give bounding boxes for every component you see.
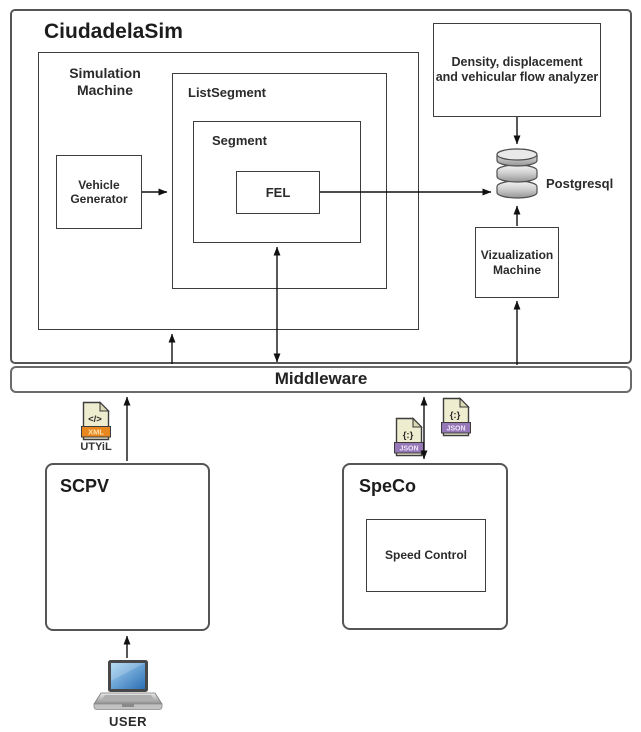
utyil-caption: UTYiL xyxy=(80,441,112,453)
postgresql-label: Postgresql xyxy=(546,176,614,191)
list-segment-label: ListSegment xyxy=(188,85,267,100)
ciudadela-sim-title: CiudadelaSim xyxy=(44,20,183,43)
speco-label: SpeCo xyxy=(359,476,417,496)
scpv-label: SCPV xyxy=(60,476,110,496)
user-laptop-icon xyxy=(93,660,163,710)
vehicle-generator-label: Vehicle Generator xyxy=(70,177,128,206)
speed-control-box xyxy=(366,519,486,592)
vehicle-generator-box xyxy=(56,155,142,229)
xml-badge-text: XML xyxy=(88,428,104,437)
json-badge-text: JSON xyxy=(399,446,418,453)
simulation-machine-label: Simulation Machine xyxy=(69,65,141,98)
speed-control-label: Speed Control xyxy=(384,548,467,563)
fel-label: FEL xyxy=(265,184,291,200)
xml-file-icon: </> XML xyxy=(81,401,111,441)
postgresql-database-icon xyxy=(496,148,538,199)
analyzer-box xyxy=(433,23,601,117)
segment-label: Segment xyxy=(212,133,267,148)
visualization-machine-label: Vizualization Machine xyxy=(480,248,554,277)
middleware-bar xyxy=(10,366,632,393)
json-file-icon-right: {:} JSON xyxy=(441,397,471,437)
user-label: USER xyxy=(108,714,148,729)
visualization-machine-box xyxy=(475,227,559,298)
json-symbol: {:} xyxy=(450,410,461,421)
xml-symbol: </> xyxy=(88,414,102,425)
fel-box xyxy=(236,171,320,214)
json-symbol: {:} xyxy=(403,430,414,441)
json-badge-text: JSON xyxy=(446,426,465,433)
json-file-icon-left: {:} JSON xyxy=(394,417,424,457)
analyzer-label: Density, displacement and vehicular flow… xyxy=(435,55,599,84)
middleware-label: Middleware xyxy=(274,369,368,389)
scpv-box xyxy=(45,463,210,631)
